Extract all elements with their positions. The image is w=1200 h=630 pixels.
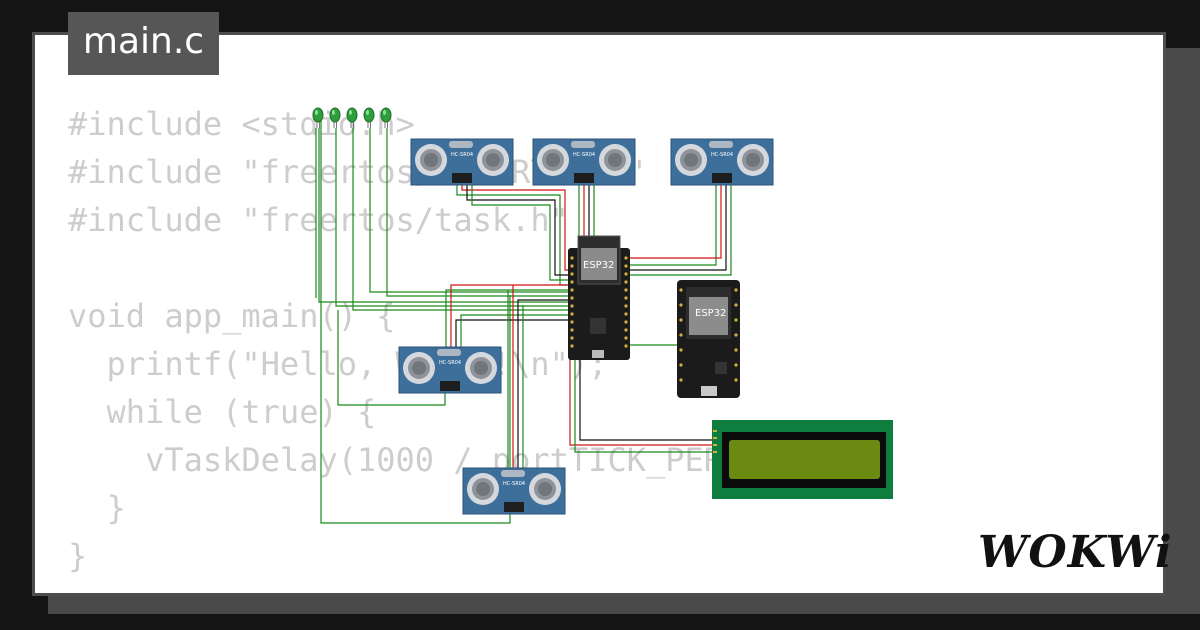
code-line: while (true) { xyxy=(68,393,377,431)
esp32-board-secondary[interactable]: ESP32 xyxy=(677,280,740,398)
led-icon[interactable] xyxy=(363,107,375,129)
led-icon[interactable] xyxy=(329,107,341,129)
lcd-display[interactable] xyxy=(712,420,893,499)
code-line: #include "freertos/task.h" xyxy=(68,201,569,239)
led-icon[interactable] xyxy=(346,107,358,129)
led-row[interactable] xyxy=(312,107,392,129)
wires xyxy=(315,118,732,524)
esp32-board-main[interactable]: ESP32 xyxy=(568,235,630,360)
ultrasonic-sensor-3[interactable]: HC-SR04 xyxy=(670,138,774,186)
ultrasonic-sensor-1[interactable]: HC-SR04 xyxy=(410,138,514,186)
led-icon[interactable] xyxy=(380,107,392,129)
sensor-label: HC-SR04 xyxy=(573,152,595,158)
wokwi-logo: WOKWi xyxy=(978,527,1173,578)
sensor-label: HC-SR04 xyxy=(503,481,525,487)
ultrasonic-sensor-2[interactable]: HC-SR04 xyxy=(532,138,636,186)
code-line: } xyxy=(68,537,88,575)
board-label: ESP32 xyxy=(583,260,614,271)
file-tab[interactable]: main.c xyxy=(68,12,219,75)
code-line: } xyxy=(68,489,126,527)
sensor-label: HC-SR04 xyxy=(439,360,461,366)
sensor-label: HC-SR04 xyxy=(451,152,473,158)
ultrasonic-sensor-4[interactable]: HC-SR04 xyxy=(398,346,502,394)
code-line: void app_main() { xyxy=(68,297,396,335)
board-label: ESP32 xyxy=(695,308,726,319)
sensor-label: HC-SR04 xyxy=(711,152,733,158)
file-tab-label: main.c xyxy=(82,21,205,62)
ultrasonic-sensor-5[interactable]: HC-SR04 xyxy=(462,467,566,515)
